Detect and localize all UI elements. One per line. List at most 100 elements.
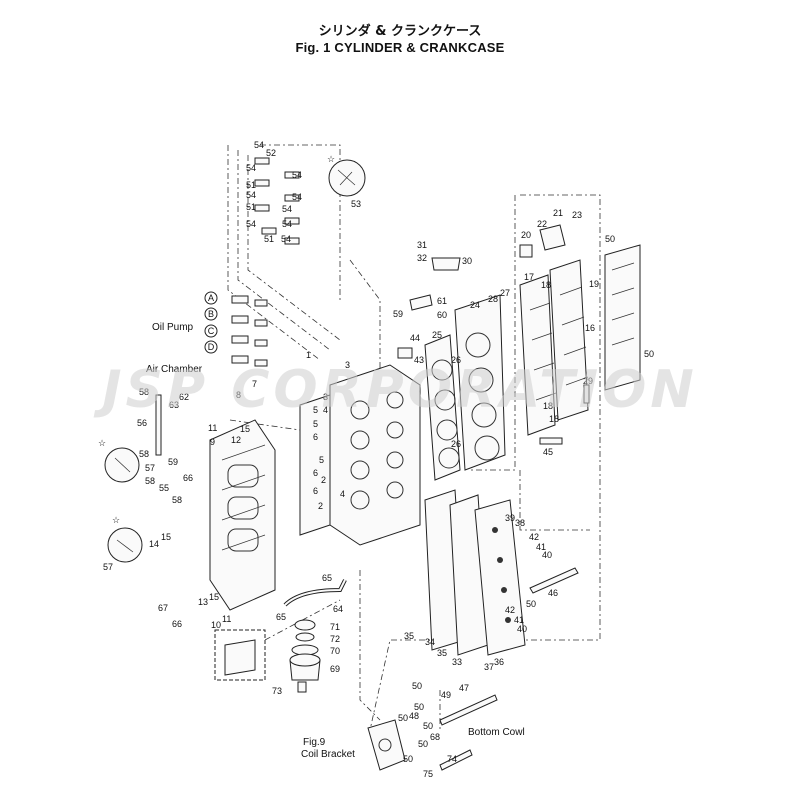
part-number: 70 — [330, 646, 340, 656]
small-fittings — [397, 224, 590, 445]
part-number: 50 — [423, 721, 433, 731]
part-number: 19 — [589, 279, 599, 289]
oil-pump-nozzles — [231, 295, 268, 367]
part-number: 58 — [145, 476, 155, 486]
callout-bottom-cowl: Bottom Cowl — [468, 727, 525, 738]
thermostat-assembly — [289, 619, 321, 693]
star-marker: ☆ — [327, 154, 335, 164]
part-number: 4 — [323, 405, 328, 415]
part-number: 15 — [240, 424, 250, 434]
part-number: 26 — [451, 355, 461, 365]
part-number: 50 — [605, 234, 615, 244]
cylinder-gaskets — [424, 294, 506, 481]
part-number: 39 — [505, 513, 515, 523]
part-number: 14 — [149, 539, 159, 549]
part-number: 22 — [537, 219, 547, 229]
star-marker: ☆ — [112, 515, 120, 525]
part-number: 71 — [330, 622, 340, 632]
part-number: 54 — [281, 234, 291, 244]
part-number: 68 — [430, 732, 440, 742]
part-number: 18 — [541, 280, 551, 290]
pipes — [439, 567, 579, 771]
part-number: 72 — [330, 634, 340, 644]
part-number: 9 — [210, 437, 215, 447]
part-number: 63 — [169, 400, 179, 410]
part-number: 32 — [417, 253, 427, 263]
part-number: 66 — [172, 619, 182, 629]
left-cylinder-head — [209, 419, 276, 611]
part-number: 69 — [330, 664, 340, 674]
part-number: 7 — [252, 379, 257, 389]
part-number: 56 — [137, 418, 147, 428]
coil-bracket-part — [367, 719, 406, 771]
part-number: 54 — [292, 192, 302, 202]
part-number: 51 — [264, 234, 274, 244]
callout-air-chamber: Air Chamber — [146, 364, 203, 375]
part-number: 66 — [183, 473, 193, 483]
part-number: 54 — [246, 163, 256, 173]
part-number: 59 — [168, 457, 178, 467]
part-number-labels: 54 52 54 54 51 54 54 51 54 54 54 51 54 5… — [103, 140, 654, 779]
part-number: 28 — [488, 294, 498, 304]
part-number: 15 — [209, 592, 219, 602]
part-number: 58 — [139, 449, 149, 459]
exhaust-manifold-cover — [604, 244, 641, 391]
part-number: 6 — [313, 468, 318, 478]
part-number: 5 — [319, 455, 324, 465]
part-number: 53 — [351, 199, 361, 209]
part-number: 29 — [583, 376, 593, 386]
part-number: 27 — [500, 288, 510, 298]
part-number: 41 — [514, 615, 524, 625]
part-number: 20 — [521, 230, 531, 240]
figure-title: Fig. 1 CYLINDER & CRANKCASE — [295, 40, 505, 55]
star-markers: ☆ ☆ ☆ — [98, 154, 335, 525]
part-number: 40 — [517, 624, 527, 634]
part-number: 62 — [179, 392, 189, 402]
part-number: 61 — [437, 296, 447, 306]
part-number: 65 — [276, 612, 286, 622]
part-number: 54 — [282, 219, 292, 229]
part-number: 18 — [549, 414, 559, 424]
part-number: 58 — [172, 495, 182, 505]
part-number: 11 — [222, 614, 231, 624]
part-number: 40 — [542, 550, 552, 560]
part-number: 13 — [198, 597, 208, 607]
part-number: 16 — [585, 323, 595, 333]
part-number: 65 — [322, 573, 332, 583]
part-number: 25 — [432, 330, 442, 340]
part-number: 2 — [318, 501, 323, 511]
part-number: 67 — [158, 603, 168, 613]
part-number: 11 — [208, 423, 217, 433]
callouts: Oil Pump Air Chamber Fig.9 Coil Bracket … — [146, 322, 525, 760]
part-number: 5 — [313, 419, 318, 429]
part-number: 36 — [494, 657, 504, 667]
part-number: 3 — [323, 392, 328, 402]
part-number: 35 — [404, 631, 414, 641]
marker-b: B — [208, 309, 214, 319]
part-number: 49 — [441, 690, 451, 700]
inset-detail-box — [214, 629, 266, 681]
part-number: 6 — [313, 432, 318, 442]
part-number: 59 — [393, 309, 403, 319]
part-number: 50 — [398, 713, 408, 723]
part-number: 12 — [231, 435, 241, 445]
part-number: 54 — [246, 190, 256, 200]
title-japanese: シリンダ & クランクケース — [318, 24, 482, 39]
callout-oil-pump: Oil Pump — [152, 322, 194, 333]
part-number: 64 — [333, 604, 343, 614]
bolt-stack — [254, 157, 300, 245]
part-number: 50 — [644, 349, 654, 359]
part-number: 37 — [484, 662, 494, 672]
part-number: 42 — [505, 605, 515, 615]
part-number: 51 — [246, 180, 256, 190]
part-number: 73 — [272, 686, 282, 696]
part-number: 31 — [417, 240, 427, 250]
part-number: 52 — [266, 148, 276, 158]
assembly-guide-lines — [227, 144, 601, 731]
head-cover-plates — [519, 259, 589, 436]
part-number: 42 — [529, 532, 539, 542]
part-number: 17 — [524, 272, 534, 282]
part-number: 50 — [412, 681, 422, 691]
